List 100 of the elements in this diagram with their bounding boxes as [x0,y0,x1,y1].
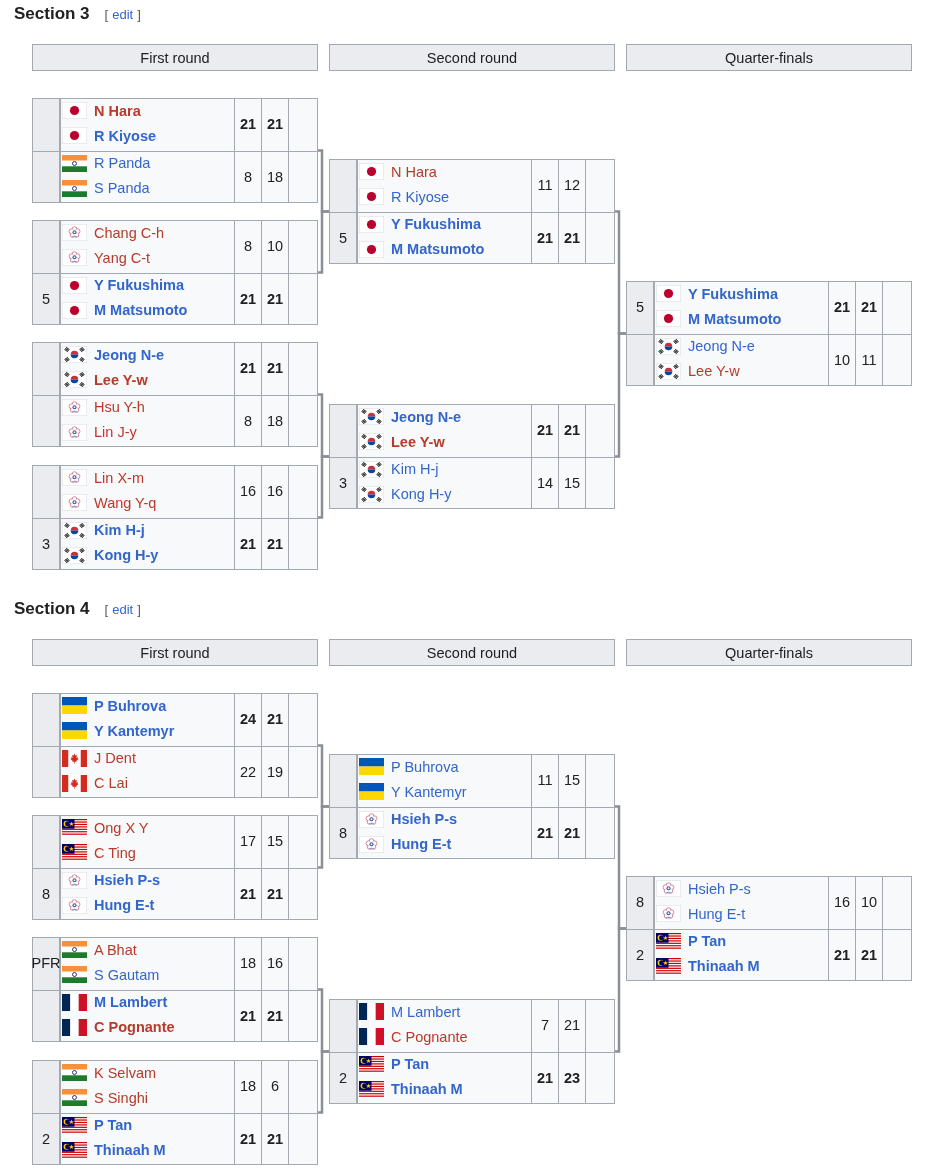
player-name: Y Fukushima [94,276,184,294]
score: 15 [563,473,581,492]
player-name: M Matsumoto [94,301,188,319]
bracket-line [318,455,329,519]
score: 16 [833,893,851,912]
score: 10 [833,350,851,369]
section-heading: Section 3 [14,4,90,24]
seed-label: 3 [41,534,51,553]
player-name: Thinaah M [688,957,760,975]
player-name: C Ting [94,843,136,862]
player-name: S Singhi [94,1088,148,1107]
score: 21 [860,298,878,317]
player-name: Y Fukushima [688,284,778,303]
round-header [329,639,615,666]
seed-label: 2 [41,1129,51,1148]
score: 21 [536,421,554,440]
score: 8 [243,411,253,430]
match-box [32,98,318,203]
player-name: Hsieh P-s [688,879,751,898]
score: 21 [833,945,851,964]
score: 18 [266,411,284,430]
player-name: R Kiyose [391,187,450,206]
player-name: M Matsumoto [688,309,782,328]
round-title: First round [140,48,210,67]
round-header [626,44,912,71]
bracket-line [318,1050,329,1114]
seed-label: 5 [635,298,645,317]
seed-label: 2 [338,1068,348,1087]
player-name: Chang C-h [94,223,165,242]
score: 21 [563,823,581,842]
score: 21 [239,884,257,903]
score: 10 [860,893,878,912]
score: 15 [563,771,581,790]
player-name: Lee Y-w [94,370,148,389]
round-header [329,44,615,71]
player-name: P Tan [391,1055,430,1073]
player-name: Kong H-y [94,546,159,564]
player-name: S Panda [94,179,150,197]
score: 10 [266,237,284,256]
score: 7 [540,1016,550,1035]
match-box [32,1060,318,1165]
round-header [32,44,318,71]
score: 22 [239,762,257,781]
player-name: J Dent [94,749,136,767]
round-title: First round [140,643,210,662]
match-box [329,404,615,509]
score: 18 [266,167,284,186]
link-bracket: [ [104,7,109,22]
player-name: Lin J-y [94,423,137,441]
player-name: Jeong N-e [391,407,462,426]
edit-link: edit [112,7,134,22]
edit-link: edit [112,602,134,617]
score: 8 [243,167,253,186]
seed-label: 8 [41,884,51,903]
match-box [626,876,912,981]
player-name: Y Fukushima [391,215,481,233]
score: 21 [266,1129,284,1148]
score: 21 [860,945,878,964]
score: 21 [536,1068,554,1087]
link-bracket: ] [137,602,141,617]
player-name: Lee Y-w [688,362,740,380]
player-name: Wang Y-q [94,493,157,512]
player-name: M Lambert [94,993,168,1011]
player-name: Kim H-j [94,521,145,539]
player-name: P Tan [688,932,727,950]
player-name: Y Kantemyr [391,782,467,801]
match-box [32,815,318,920]
match-box [32,937,318,1042]
player-name: Kim H-j [391,460,439,478]
player-name: Kong H-y [391,485,452,503]
score: 21 [239,534,257,553]
score: 21 [563,1016,581,1035]
player-name: Hung E-t [94,896,155,914]
player-name: Lee Y-w [391,432,445,451]
score: 21 [266,289,284,308]
round-title: Quarter-finals [725,48,813,67]
score: 17 [239,832,257,851]
link-bracket: [ [104,602,109,617]
match-box [329,159,615,264]
score: 21 [563,421,581,440]
score: 23 [563,1068,581,1087]
match-box [32,220,318,325]
player-name: Ong X Y [94,818,149,837]
seed-label: 5 [338,228,348,247]
player-name: Lin X-m [94,468,144,487]
score: 11 [537,771,553,790]
round-header [626,639,912,666]
score: 18 [239,954,257,973]
score: 18 [239,1077,257,1096]
score: 24 [239,710,257,729]
player-name: C Pognante [94,1018,175,1036]
match-box [32,693,318,798]
player-name: N Hara [391,162,437,181]
round-header [32,639,318,666]
player-name: Hsieh P-s [391,810,458,828]
seed-label: 8 [338,823,348,842]
section-heading: Section 4 [14,599,90,619]
score: 6 [270,1077,280,1096]
score: 19 [266,762,284,781]
player-name: Jeong N-e [94,345,165,364]
